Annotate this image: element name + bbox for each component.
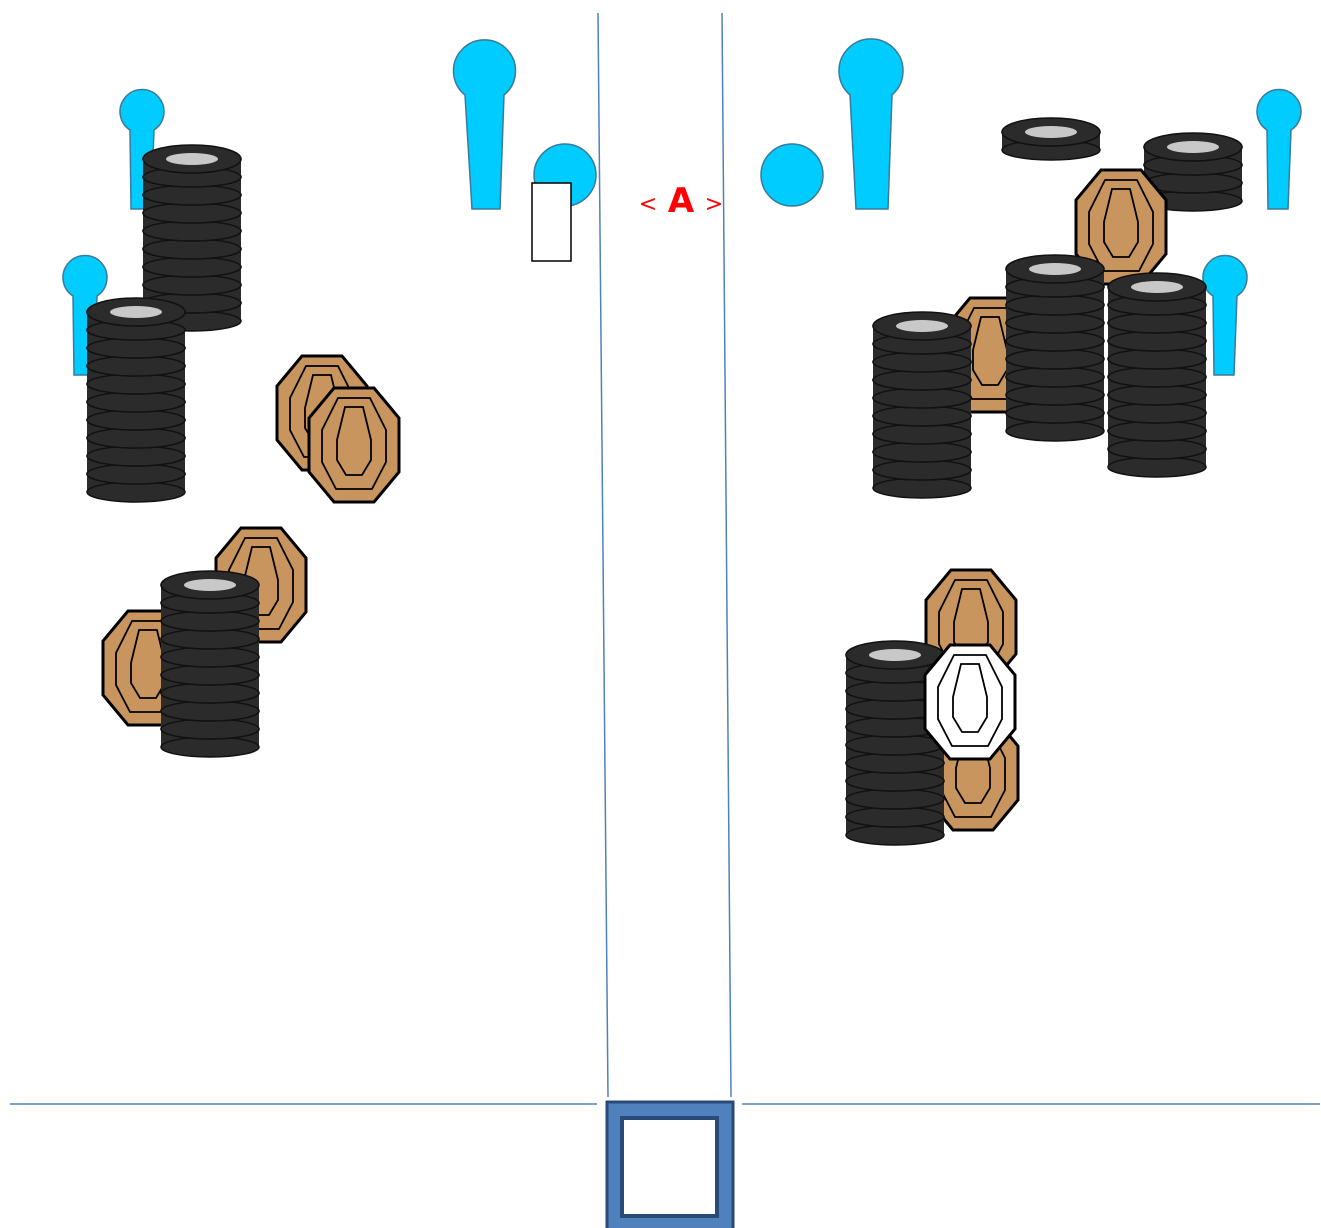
tire-top <box>161 571 259 599</box>
tire-top <box>873 312 971 340</box>
steel-plate-icon <box>761 144 823 206</box>
stage-label: < A > <box>639 181 723 221</box>
paper-target-icon <box>309 388 399 502</box>
tire-top <box>143 145 241 173</box>
right-lane-line <box>722 13 731 1097</box>
metal-popper-icon <box>839 39 903 209</box>
tire-top <box>1006 255 1104 283</box>
tire-stack-icon <box>1108 273 1206 477</box>
tire-stack-icon <box>1002 118 1100 160</box>
metal-popper-icon <box>454 40 516 209</box>
no-shoot-target-icon <box>925 645 1015 759</box>
mini-popper-icon <box>1257 90 1301 209</box>
tire-stack-icon <box>1006 255 1104 441</box>
right-arrow-label: > <box>705 192 723 217</box>
tire-top <box>1108 273 1206 301</box>
stage-letter-label: A <box>668 181 695 221</box>
tire-stack-icon <box>87 298 185 502</box>
left-lane-line <box>598 13 608 1097</box>
barricade-icon <box>532 183 571 261</box>
tire-top <box>87 298 185 326</box>
tire-top <box>1002 118 1100 146</box>
tire-stack-icon <box>873 312 971 498</box>
mini-popper-icon <box>1203 256 1247 375</box>
tire-top <box>1144 133 1242 161</box>
tire-stack-icon <box>161 571 259 757</box>
left-arrow-label: < <box>639 192 657 217</box>
tire-top <box>846 641 944 669</box>
shooting-box-icon[interactable] <box>607 1102 733 1228</box>
